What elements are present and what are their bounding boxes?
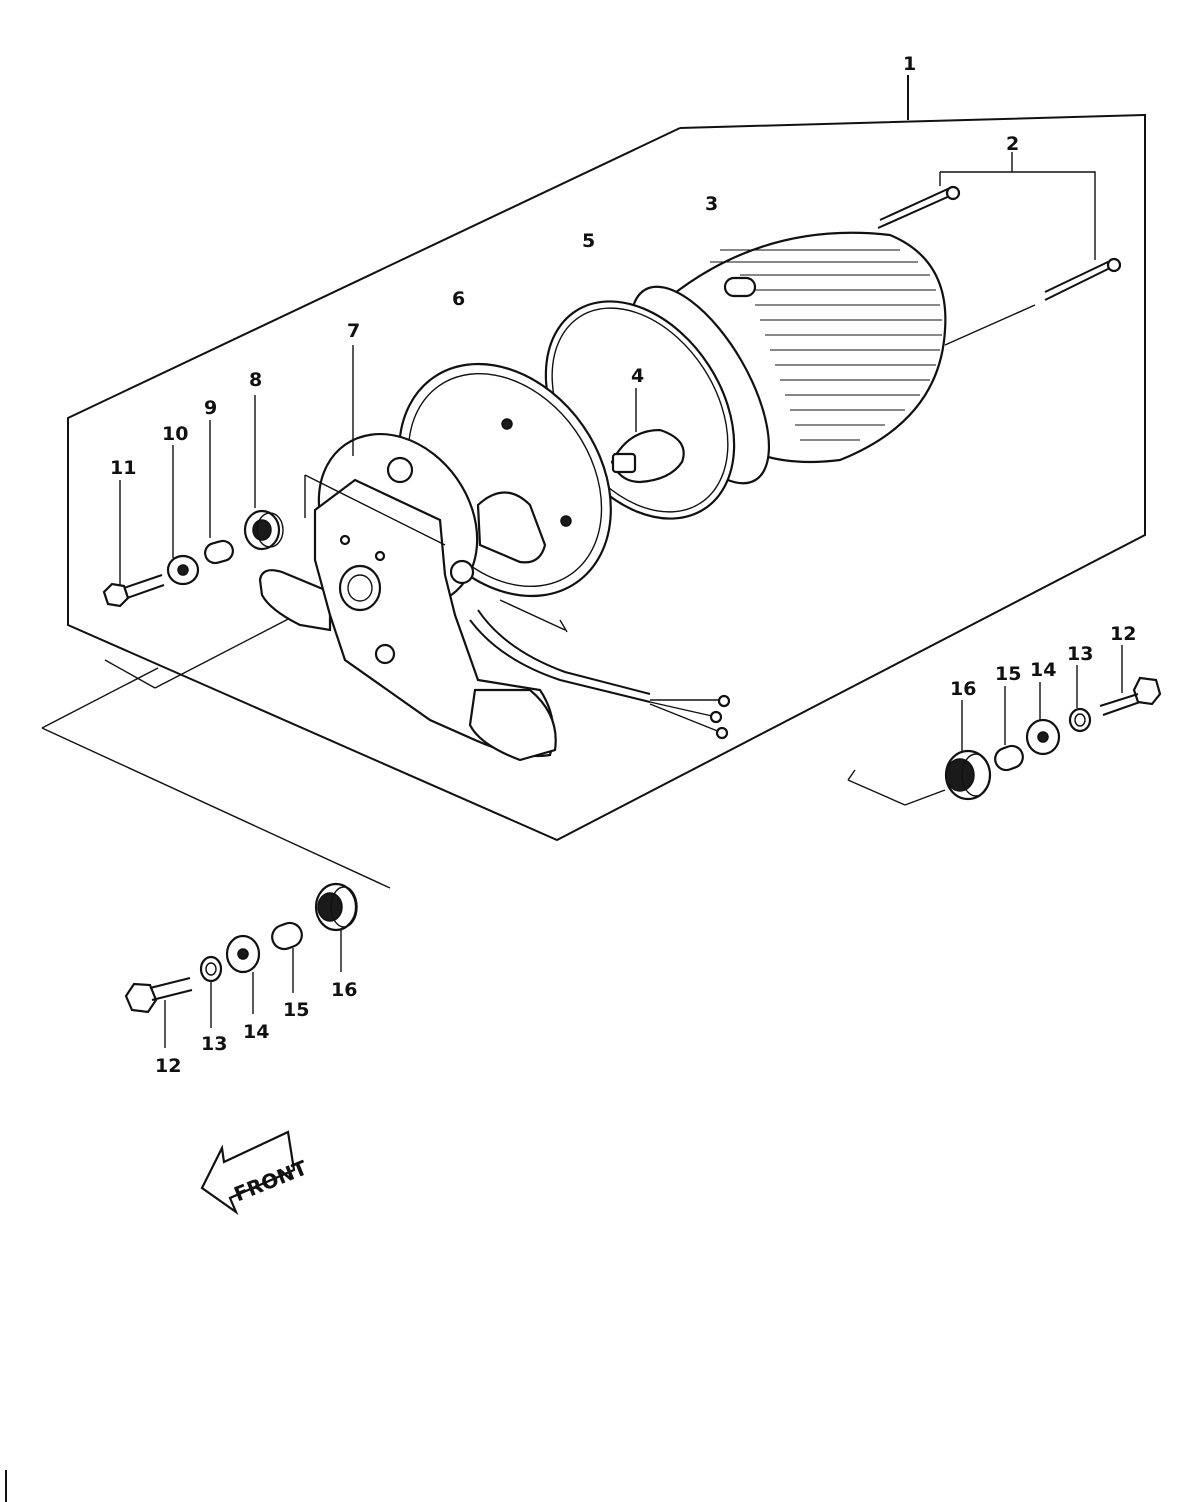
wiring-harness (469, 599, 731, 740)
assembly-boundary (41, 75, 1146, 889)
bolt-11 (102, 480, 165, 608)
callout-6: 6 (452, 288, 465, 310)
callout-2: 2 (1006, 133, 1019, 155)
callout-9: 9 (204, 397, 217, 419)
callout-5: 5 (582, 230, 595, 252)
front-direction-arrow: FRONT (200, 1130, 311, 1216)
right-mount-hardware (847, 645, 1162, 806)
callout-16-right: 16 (950, 678, 976, 700)
callout-10: 10 (162, 423, 188, 445)
lamp-bracket (258, 345, 557, 762)
callout-14-left: 14 (243, 1021, 269, 1043)
lens-screws (877, 152, 1122, 301)
callout-1: 1 (903, 53, 916, 75)
callout-13-right: 13 (1067, 643, 1093, 665)
collar-9 (204, 420, 234, 565)
callout-16-left: 16 (331, 979, 357, 1001)
callout-11: 11 (110, 457, 136, 479)
callout-labels: 1 2 3 4 5 6 7 8 9 10 11 12 13 14 15 16 1… (110, 53, 1136, 1077)
left-mount-hardware (124, 882, 358, 1048)
callout-14-right: 14 (1030, 659, 1056, 681)
callout-15-right: 15 (995, 663, 1021, 685)
callout-8: 8 (249, 369, 262, 391)
callout-7: 7 (347, 320, 360, 342)
callout-4: 4 (631, 365, 644, 387)
callout-12-right: 12 (1110, 623, 1136, 645)
washer-10 (166, 445, 200, 586)
callout-3: 3 (705, 193, 718, 215)
callout-13-left: 13 (201, 1033, 227, 1055)
tail-bulb (610, 388, 685, 484)
grommet-8 (243, 395, 284, 551)
callout-15-left: 15 (283, 999, 309, 1021)
callout-12-left: 12 (155, 1055, 181, 1077)
